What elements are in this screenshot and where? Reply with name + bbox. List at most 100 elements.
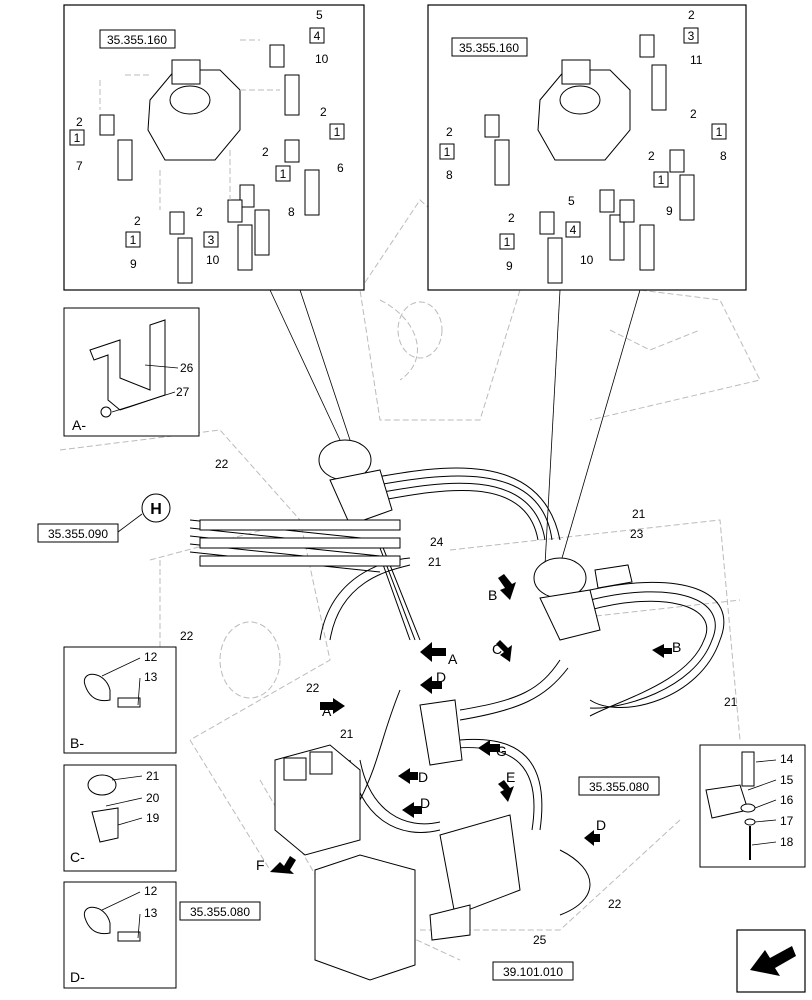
svg-text:7: 7: [76, 159, 83, 173]
svg-text:19: 19: [146, 811, 160, 825]
svg-text:2: 2: [690, 107, 697, 121]
arrow-icon: [736, 929, 806, 993]
svg-text:1: 1: [658, 173, 665, 187]
svg-text:C: C: [492, 641, 502, 657]
svg-text:2: 2: [320, 105, 327, 119]
svg-text:8: 8: [288, 205, 295, 219]
ref-label: 35.355.080: [589, 780, 649, 794]
svg-text:26: 26: [180, 361, 194, 375]
right-joystick: [533, 557, 633, 641]
svg-text:8: 8: [446, 168, 453, 182]
svg-text:1: 1: [716, 125, 723, 139]
svg-text:21: 21: [340, 727, 354, 741]
svg-text:F: F: [256, 857, 265, 873]
svg-text:13: 13: [144, 670, 158, 684]
svg-text:23: 23: [630, 527, 644, 541]
svg-text:21: 21: [632, 507, 646, 521]
svg-text:27: 27: [176, 385, 190, 399]
svg-text:C-: C-: [70, 849, 85, 865]
svg-text:22: 22: [215, 457, 229, 471]
ref-label: 35.355.160: [107, 33, 167, 47]
ref-label: 35.355.090: [48, 527, 108, 541]
svg-text:22: 22: [180, 629, 194, 643]
svg-text:17: 17: [780, 814, 794, 828]
svg-text:10: 10: [315, 52, 329, 66]
svg-text:16: 16: [780, 793, 794, 807]
svg-text:6: 6: [337, 161, 344, 175]
svg-text:22: 22: [608, 897, 622, 911]
svg-text:1: 1: [334, 125, 341, 139]
valve-block-bottom: [429, 814, 521, 941]
svg-text:15: 15: [780, 773, 794, 787]
ref-label: 35.355.160: [459, 41, 519, 55]
svg-text:9: 9: [506, 259, 513, 273]
detail-view-e: 14 15 16 17 18: [699, 744, 806, 868]
ref-label: 35.355.080: [190, 905, 250, 919]
svg-text:1: 1: [444, 145, 451, 159]
svg-text:18: 18: [780, 835, 794, 849]
svg-text:22: 22: [306, 681, 320, 695]
svg-text:D-: D-: [70, 969, 85, 985]
valve-block-top: [419, 699, 463, 766]
svg-text:5: 5: [316, 8, 323, 22]
left-joystick-inset: 35.355.160 5 4 10 2 1 7 2 1 2 1 6 2: [63, 4, 365, 291]
svg-text:2: 2: [648, 149, 655, 163]
horizontal-pipes: [199, 519, 401, 567]
svg-text:A-: A-: [72, 417, 86, 433]
svg-text:4: 4: [570, 223, 577, 237]
svg-text:B-: B-: [70, 735, 84, 751]
svg-text:2: 2: [134, 214, 141, 228]
svg-text:D: D: [596, 817, 606, 833]
control-valve: [274, 744, 361, 856]
svg-text:G: G: [496, 743, 507, 759]
svg-text:2: 2: [262, 145, 269, 159]
svg-text:1: 1: [74, 131, 81, 145]
ref-label: 39.101.010: [503, 965, 563, 979]
svg-text:10: 10: [580, 253, 594, 267]
detail-view-c: 21 20 19 C-: [63, 764, 177, 872]
svg-text:2: 2: [446, 125, 453, 139]
svg-text:2: 2: [688, 8, 695, 22]
svg-text:20: 20: [146, 791, 160, 805]
svg-text:1: 1: [130, 233, 137, 247]
svg-text:12: 12: [144, 650, 158, 664]
svg-text:3: 3: [688, 29, 695, 43]
svg-text:11: 11: [690, 53, 703, 67]
svg-text:D: D: [436, 669, 446, 685]
main-part-labels: 22 22 22 22 24 21 21 21 21 23 25: [180, 457, 738, 947]
svg-text:21: 21: [428, 555, 442, 569]
svg-text:2: 2: [196, 205, 203, 219]
detail-view-a: 26 27 A-: [63, 307, 200, 437]
detail-view-d: 12 13 D-: [63, 881, 177, 989]
svg-text:12: 12: [144, 884, 158, 898]
svg-text:2: 2: [508, 211, 515, 225]
svg-text:24: 24: [430, 535, 444, 549]
right-joystick-inset: 35.355.160 2 3 11 2 1 8 2 1 2 1 8 5 4 9: [427, 4, 747, 291]
svg-text:A: A: [322, 703, 332, 719]
svg-text:25: 25: [533, 933, 547, 947]
svg-text:2: 2: [76, 115, 83, 129]
svg-text:B: B: [488, 587, 497, 603]
support-block: [314, 854, 416, 981]
svg-text:4: 4: [314, 29, 321, 43]
svg-text:21: 21: [146, 769, 160, 783]
svg-text:13: 13: [144, 906, 158, 920]
main-references: 35.355.090 H 35.355.080 35.355.080 39.10…: [37, 493, 660, 981]
svg-text:9: 9: [130, 257, 137, 271]
svg-text:A: A: [448, 651, 458, 667]
svg-text:14: 14: [780, 752, 794, 766]
svg-text:9: 9: [666, 204, 673, 218]
svg-text:D: D: [420, 795, 430, 811]
svg-text:1: 1: [504, 235, 511, 249]
svg-text:8: 8: [720, 149, 727, 163]
svg-text:D: D: [418, 769, 428, 785]
arrow-indicators: A A B B C D D D D E F G: [256, 574, 681, 874]
svg-text:21: 21: [724, 695, 738, 709]
svg-text:5: 5: [568, 194, 575, 208]
svg-text:10: 10: [206, 253, 220, 267]
circle-label: H: [150, 501, 162, 518]
svg-text:1: 1: [280, 167, 287, 181]
svg-text:B: B: [672, 639, 681, 655]
left-joystick: [318, 439, 393, 526]
